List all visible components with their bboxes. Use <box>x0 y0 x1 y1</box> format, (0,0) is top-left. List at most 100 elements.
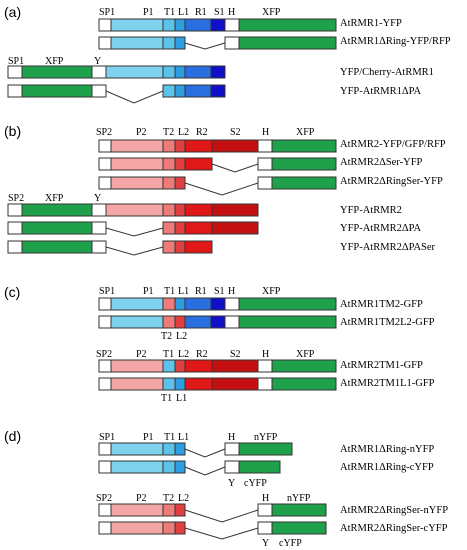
domain-xfp <box>21 240 93 254</box>
spacer-box <box>224 36 240 50</box>
domain-r2 <box>184 240 213 254</box>
domain-s2 <box>211 221 259 235</box>
domain-label: L2 <box>176 331 187 342</box>
domain-p2 <box>110 521 164 535</box>
domain-l2 <box>174 203 186 217</box>
domain-label: P2 <box>136 127 147 138</box>
domain-r2 <box>184 377 213 391</box>
domain-label: SP2 <box>96 493 112 504</box>
domain-label: L1 <box>176 393 187 404</box>
domain-label: XFP <box>296 349 315 360</box>
domain-xfp <box>21 203 93 217</box>
domain-r1 <box>184 315 212 329</box>
domain-label: R2 <box>196 127 208 138</box>
construct-label: AtRMR1-YFP <box>340 18 402 29</box>
construct-bar <box>98 139 337 153</box>
domain-label: T1 <box>161 393 172 404</box>
deletion-line <box>211 163 259 173</box>
construct-label: AtRMR2-YFP/GFP/RFP <box>340 139 446 150</box>
domain-xfp <box>271 359 337 373</box>
domain-label: L2 <box>178 493 189 504</box>
domain-label: S1 <box>214 286 225 297</box>
domain-label: H <box>262 127 269 138</box>
domain-label: P1 <box>143 7 154 18</box>
domain-label: SP1 <box>99 286 115 297</box>
domain-xfp <box>21 65 93 79</box>
construct-bar <box>98 157 337 173</box>
domain-label: T1 <box>163 349 174 360</box>
domain-label: R1 <box>195 7 207 18</box>
construct-label: YFP/Cherry-AtRMR1 <box>340 67 434 78</box>
domain-p1 <box>110 315 164 329</box>
spacer-box <box>7 203 23 217</box>
spacer-box <box>98 359 112 373</box>
domain-t1 <box>162 442 176 456</box>
domain-label: Y <box>228 478 235 489</box>
domain-label: H <box>228 432 235 443</box>
domain-xfp <box>21 221 93 235</box>
spacer-box <box>224 442 240 456</box>
domain-l2 <box>174 521 186 535</box>
domain-s2 <box>211 377 259 391</box>
spacer-box <box>98 442 112 456</box>
domain-p2 <box>110 359 164 373</box>
construct-bar <box>98 359 337 373</box>
domain-p2 <box>110 377 164 391</box>
construct-label: AtRMR1ΔRing-cYFP <box>340 462 434 473</box>
construct-label: AtRMR1TM2-GFP <box>340 299 423 310</box>
spacer-box <box>91 221 107 235</box>
domain-l1 <box>174 297 186 311</box>
construct-bar <box>98 315 337 329</box>
domain-label: T2 <box>161 331 172 342</box>
domain-label: XFP <box>262 286 281 297</box>
domain-t2 <box>162 157 176 171</box>
domain-p1 <box>110 460 164 474</box>
domain-p1 <box>110 18 164 32</box>
domain-xfp <box>271 139 337 153</box>
domain-label: P2 <box>136 349 147 360</box>
domain-l1 <box>174 65 186 79</box>
domain-s1 <box>210 84 226 98</box>
construct-bar <box>98 18 337 32</box>
deletion-line <box>105 227 164 237</box>
spacer-box <box>91 65 107 79</box>
deletion-line <box>184 182 259 196</box>
domain-t2 <box>162 139 176 153</box>
spacer-box <box>224 460 240 474</box>
domain-r2 <box>184 157 213 171</box>
domain-r1 <box>184 65 212 79</box>
domain-t2 <box>162 297 176 311</box>
domain-label: XFP <box>45 193 64 204</box>
domain-p1 <box>110 297 164 311</box>
domain-p2 <box>110 157 164 171</box>
domain-label: SP1 <box>8 56 24 67</box>
domain-label: S2 <box>230 349 241 360</box>
domain-label: S1 <box>214 7 225 18</box>
domain-label: Y <box>94 193 101 204</box>
domain-p1 <box>110 36 164 50</box>
domain-xfp <box>271 377 337 391</box>
spacer-box <box>98 139 112 153</box>
spacer-box <box>98 157 112 171</box>
construct-bar <box>98 36 337 50</box>
deletion-line <box>105 246 164 256</box>
domain-label: XFP <box>262 7 281 18</box>
domain-l2 <box>174 157 186 171</box>
domain-t1 <box>162 65 176 79</box>
domain-label: nYFP <box>254 432 278 443</box>
domain-l2 <box>174 240 186 254</box>
spacer-box <box>91 203 107 217</box>
construct-bar <box>98 377 337 391</box>
spacer-box <box>7 240 23 254</box>
spacer-box <box>224 297 240 311</box>
domain-t2 <box>162 176 176 190</box>
domain-s2 <box>211 359 259 373</box>
spacer-box <box>257 139 273 153</box>
construct-bar <box>7 240 213 256</box>
deletion-line <box>105 90 164 104</box>
domain-label: L1 <box>178 286 189 297</box>
construct-label: AtRMR1TM2L2-GFP <box>340 317 435 328</box>
construct-label: AtRMR2ΔSer-YFP <box>340 157 423 168</box>
domain-label: XFP <box>296 127 315 138</box>
domain-label: SP2 <box>96 349 112 360</box>
